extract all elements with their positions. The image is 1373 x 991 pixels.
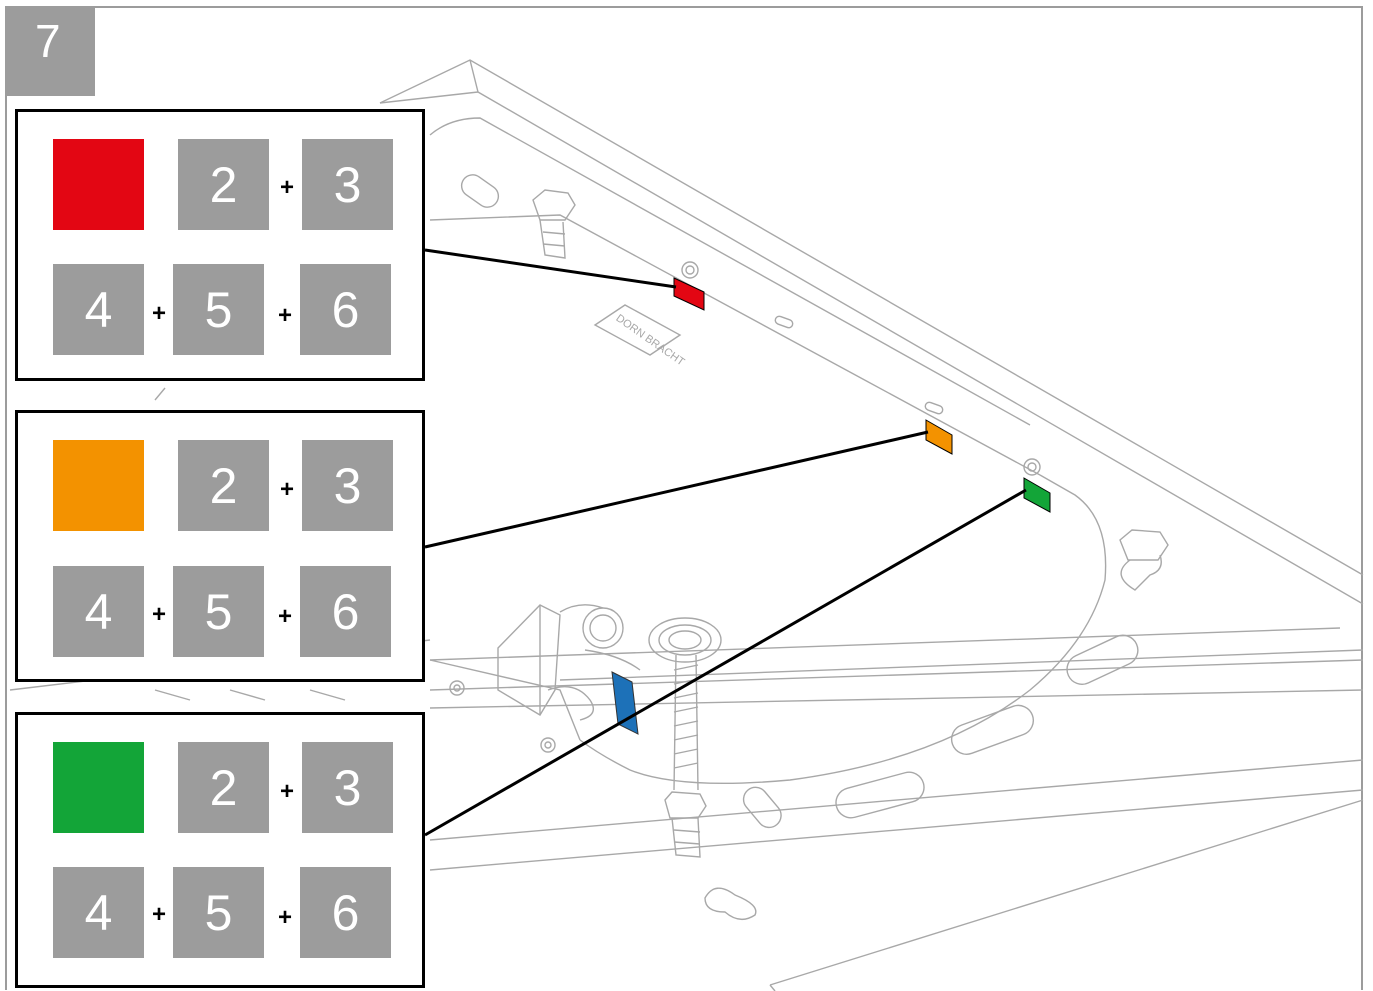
step-ref-2: 2 xyxy=(178,742,269,833)
red-marker xyxy=(673,277,705,311)
panel-red: 2 + 3 4 + 5 + 6 xyxy=(15,109,425,381)
red-color-swatch xyxy=(53,139,144,230)
blue-marker xyxy=(611,671,639,735)
step-ref-3: 3 xyxy=(302,440,393,531)
plus-sign: + xyxy=(279,778,294,805)
orange-color-swatch xyxy=(53,440,144,531)
panel-green: 2 + 3 4 + 5 + 6 xyxy=(15,712,425,988)
step-ref-4: 4 xyxy=(53,264,144,355)
plus-sign: + xyxy=(151,601,166,628)
step-number-badge: 7 xyxy=(5,6,95,96)
leader-line-orange xyxy=(424,430,929,549)
step-ref-5: 5 xyxy=(173,867,264,958)
plus-sign: + xyxy=(151,300,166,327)
step-ref-4: 4 xyxy=(53,566,144,657)
frame xyxy=(5,6,1363,990)
step-ref-3: 3 xyxy=(302,139,393,230)
step-ref-3: 3 xyxy=(302,742,393,833)
step-ref-6: 6 xyxy=(300,264,391,355)
step-ref-6: 6 xyxy=(300,566,391,657)
plus-sign: + xyxy=(279,476,294,503)
plus-sign: + xyxy=(151,901,166,928)
step-ref-2: 2 xyxy=(178,139,269,230)
step-ref-5: 5 xyxy=(173,566,264,657)
step-ref-5: 5 xyxy=(173,264,264,355)
step-ref-4: 4 xyxy=(53,867,144,958)
leader-line-green xyxy=(424,488,1027,837)
green-color-swatch xyxy=(53,742,144,833)
plus-sign: + xyxy=(277,302,292,329)
step-ref-6: 6 xyxy=(300,867,391,958)
plus-sign: + xyxy=(279,174,294,201)
plus-sign: + xyxy=(277,904,292,931)
plus-sign: + xyxy=(277,603,292,630)
green-marker xyxy=(1023,477,1051,513)
leader-line-red xyxy=(424,248,677,289)
step-ref-2: 2 xyxy=(178,440,269,531)
panel-orange: 2 + 3 4 + 5 + 6 xyxy=(15,410,425,682)
